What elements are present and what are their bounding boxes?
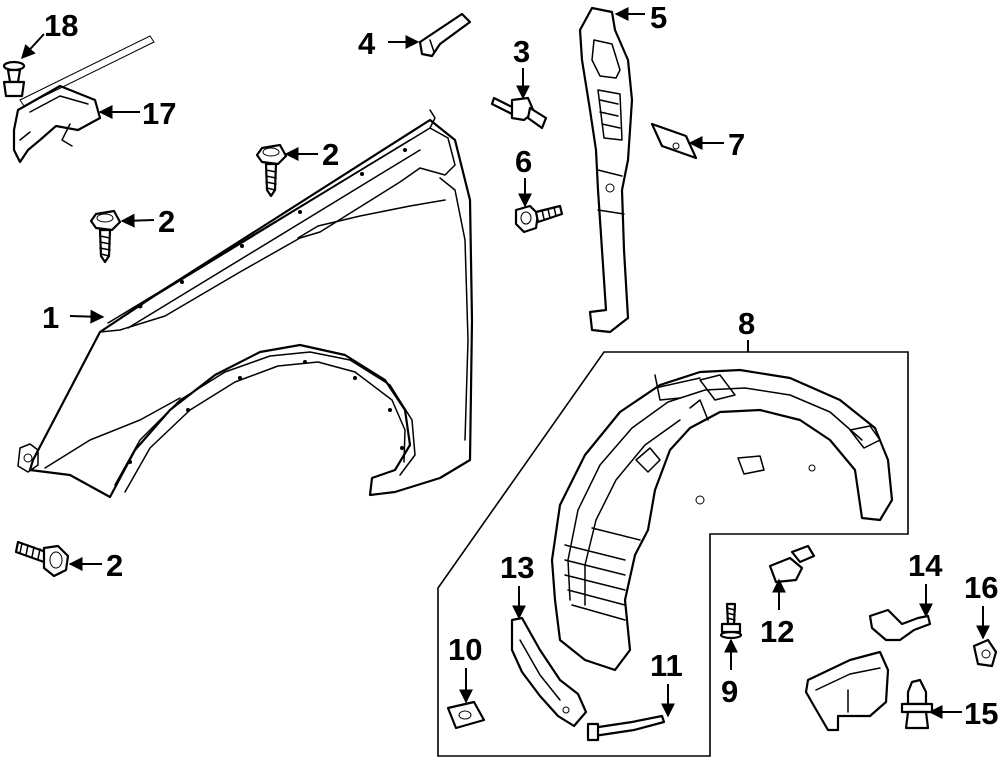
clip-part-12 — [768, 544, 816, 584]
callout-14: 14 — [908, 548, 943, 583]
wheel-liner-part-8 — [550, 368, 894, 672]
screw-part-9 — [719, 602, 743, 640]
callout-9: 9 — [721, 674, 738, 709]
callout-18: 18 — [44, 8, 78, 43]
bolt-part-6 — [514, 204, 564, 234]
bolt-part-2-bottom — [14, 540, 70, 578]
bracket-part-4 — [418, 12, 472, 58]
callout-16: 16 — [964, 570, 998, 605]
clip-part-3 — [490, 96, 548, 130]
callout-5: 5 — [650, 0, 667, 35]
callout-12: 12 — [760, 614, 794, 649]
callout-6: 6 — [515, 144, 532, 179]
callout-2a: 2 — [322, 137, 339, 172]
bolt-part-2-middle — [89, 209, 122, 264]
callout-7: 7 — [728, 127, 745, 162]
callout-numbers: 1 2 2 2 3 4 5 6 7 8 9 10 11 12 13 14 15 … — [42, 0, 998, 731]
nut-clip-part-10 — [446, 700, 486, 730]
push-pin-part-11 — [586, 714, 666, 742]
callout-17: 17 — [142, 96, 176, 131]
plug-part-18 — [2, 60, 26, 98]
liner-frame — [437, 351, 909, 757]
callout-1: 1 — [42, 300, 59, 335]
callout-13: 13 — [500, 550, 534, 585]
bracket-part-14 — [804, 608, 932, 732]
callout-11: 11 — [650, 648, 683, 683]
trim-panel-part-13 — [510, 616, 588, 728]
callout-15: 15 — [964, 696, 998, 731]
clip-part-16 — [972, 638, 998, 668]
fender-part-1 — [17, 109, 474, 499]
callout-10: 10 — [448, 632, 482, 667]
leader-lines — [21, 7, 990, 719]
bracket-part-17 — [12, 35, 155, 164]
bolt-part-2-top — [255, 143, 288, 198]
callout-4: 4 — [358, 26, 376, 61]
brace-part-5 — [578, 6, 634, 334]
push-pin-part-15 — [900, 678, 934, 730]
callout-8: 8 — [738, 306, 755, 341]
clip-plate-part-7 — [650, 122, 698, 160]
callout-3: 3 — [513, 34, 530, 69]
callout-2c: 2 — [106, 548, 123, 583]
callout-2b: 2 — [158, 204, 175, 239]
